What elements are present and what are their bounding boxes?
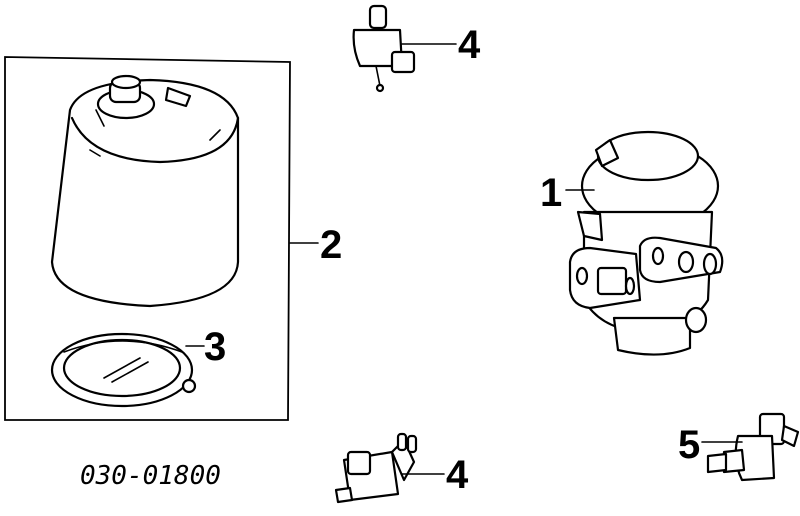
canister-drawing: [50, 74, 240, 308]
assembly-frame: [4, 56, 291, 421]
callout-1: 1: [540, 171, 562, 215]
part-code-label: 030-01800: [80, 461, 221, 491]
callout-4-bottom: 4: [446, 453, 469, 497]
callout-3: 3: [204, 325, 226, 369]
mounting-bracket-drawing: [50, 332, 197, 408]
canister-assembly-group: [4, 56, 319, 421]
egr-valve-drawing: [565, 130, 724, 356]
solenoid-bottom-drawing: [334, 432, 445, 504]
callout-5: 5: [678, 423, 700, 467]
callout-4-top: 4: [458, 23, 481, 67]
sensor-drawing: [701, 412, 800, 482]
callout-2: 2: [320, 223, 342, 267]
solenoid-top-drawing: [352, 4, 457, 93]
